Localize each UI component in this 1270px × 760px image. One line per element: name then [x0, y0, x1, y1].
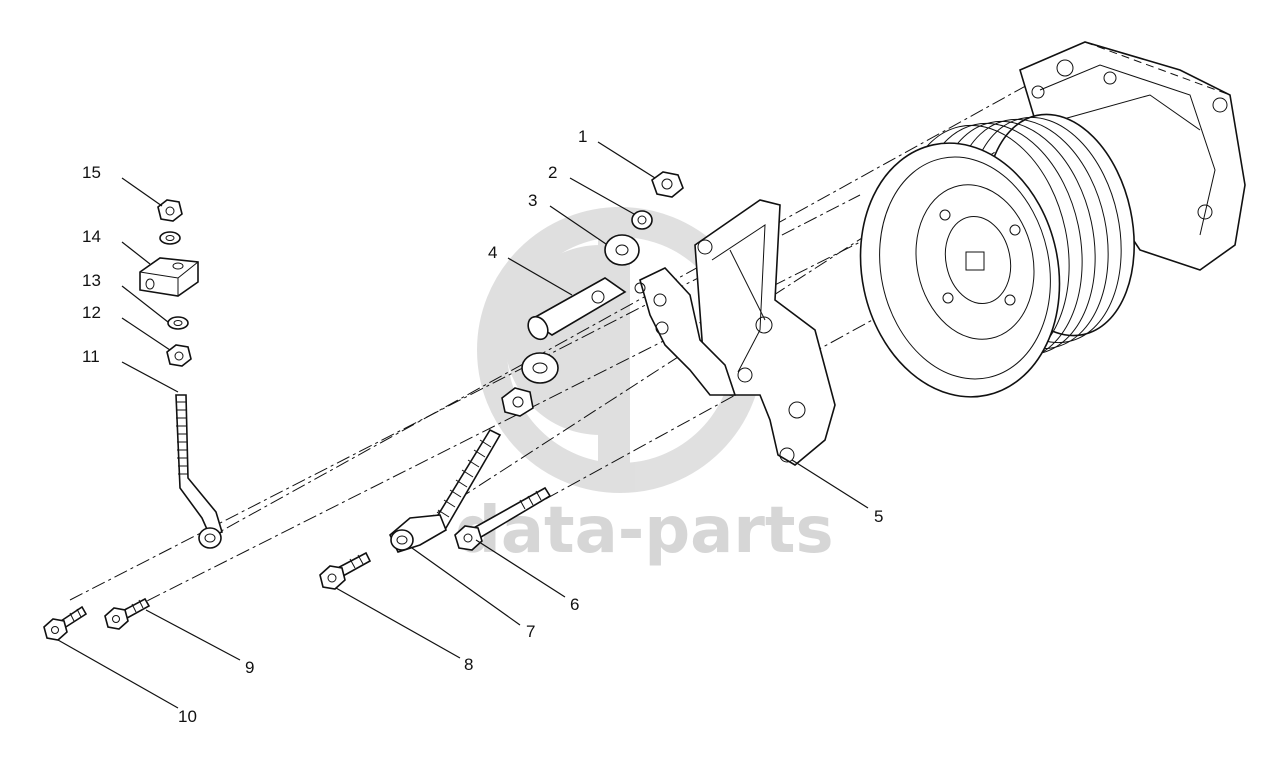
part-1-nut — [651, 171, 684, 198]
rod-11-threads — [176, 401, 188, 475]
callout-9-label: 9 — [245, 658, 254, 677]
callout-9: 9 — [145, 609, 254, 677]
callout-14-label: 14 — [82, 227, 101, 246]
callout-11-label: 11 — [82, 347, 100, 366]
callout-4: 4 — [488, 243, 573, 296]
callout-8: 8 — [335, 587, 473, 674]
callout-2-label: 2 — [548, 163, 557, 182]
nut-center — [501, 387, 534, 417]
part-3-flat-washer — [604, 234, 640, 266]
callout-1-label: 1 — [578, 127, 587, 146]
callout-6: 6 — [475, 539, 579, 614]
part-5-bracket — [634, 199, 836, 466]
washer-center — [521, 352, 559, 384]
callout-5-label: 5 — [874, 507, 883, 526]
part-10-bolt — [43, 605, 88, 641]
watermark-text: data-parts — [455, 494, 834, 568]
callout-12-label: 12 — [82, 303, 101, 322]
callout-8-label: 8 — [464, 655, 473, 674]
callout-13-label: 13 — [82, 271, 101, 290]
callout-2: 2 — [548, 163, 635, 215]
part-9-bolt — [104, 597, 151, 630]
callout-11: 11 — [82, 347, 179, 393]
fan-drive-assembly — [859, 41, 1246, 398]
part-15-nut — [157, 199, 183, 222]
washer-left-upper — [159, 231, 181, 245]
part-7-eye-rod — [389, 428, 502, 553]
callout-10-label: 10 — [178, 707, 197, 726]
part-11-bent-rod — [175, 394, 223, 549]
callout-10: 10 — [57, 639, 197, 726]
part-4-spacer-sleeve — [527, 277, 627, 341]
part-6-long-bolt — [454, 486, 552, 551]
callout-12: 12 — [82, 303, 171, 351]
callout-5: 5 — [791, 459, 883, 526]
callout-14: 14 — [82, 227, 151, 265]
callout-13: 13 — [82, 271, 169, 323]
part-8-bolt — [319, 551, 372, 590]
callout-7: 7 — [411, 547, 535, 641]
callout-3-label: 3 — [528, 191, 537, 210]
callout-15-label: 15 — [82, 163, 101, 182]
callout-4-label: 4 — [488, 243, 497, 262]
callout-15: 15 — [82, 163, 163, 207]
callout-3: 3 — [528, 191, 607, 245]
part-13-washer — [167, 316, 189, 330]
part-2-lock-washer — [631, 210, 653, 230]
part-12-nut — [166, 344, 192, 367]
part-14-block — [139, 257, 199, 297]
callout-1: 1 — [578, 127, 656, 179]
rod-7-threads — [437, 439, 492, 518]
callout-7-label: 7 — [526, 622, 535, 641]
callout-6-label: 6 — [570, 595, 579, 614]
